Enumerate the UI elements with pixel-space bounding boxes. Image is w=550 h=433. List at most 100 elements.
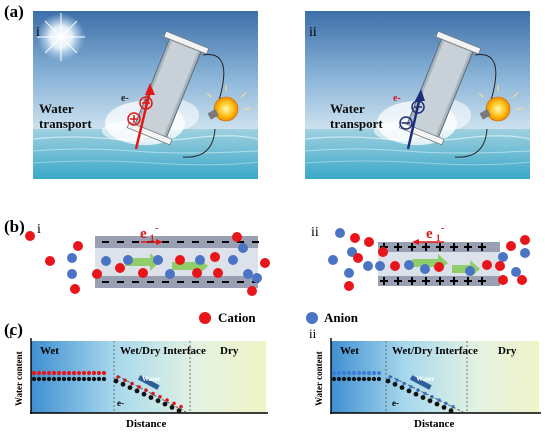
panel-b-i-sublabel: i [37,222,41,237]
layer-dot-top [341,370,347,376]
layer-dot-bottom [56,376,62,382]
cation-dot [344,281,354,291]
cation-dot [350,233,360,243]
layer-dot-top [346,370,352,376]
slope-dot [392,381,398,387]
slope-dot [441,405,447,410]
charge-layers-i [31,370,183,414]
anion-dot [375,261,385,271]
layer-dot-top [56,370,62,376]
cation-dot [210,252,220,262]
layer-dot-top [361,370,367,376]
anion-dot [228,255,238,265]
layer-dot-bottom [96,376,102,382]
electron-arrowhead-b-i [156,239,163,245]
slope-dot [413,391,419,397]
electron-sup-b-i: - [155,223,158,234]
x-axis-label-ii: Distance [414,418,454,430]
slope-line-i [117,375,187,413]
water-text-i: Water [39,101,74,116]
layer-dot-top [86,370,92,376]
electron-label-c-ii: e- [392,398,399,408]
anion-dot [195,255,205,265]
anion-legend-label: Anion [324,310,358,325]
panel-c-i-sublabel: i [9,328,13,341]
water-arrow [137,375,160,390]
slope-dot [406,388,412,394]
layer-dot-bottom [81,376,87,382]
layer-dot-top [36,370,42,376]
layer-dot-bottom [356,376,362,382]
gradient-region-ii [331,341,539,413]
ion-particles [25,228,530,296]
layer-dot-top [31,370,37,376]
water-transport-label-ii: Water transport [330,101,383,131]
panel-b-label: (b) [4,217,25,236]
anion-dot [363,261,373,271]
channel-bottom-wall-i [95,276,258,288]
wet-label-i: Wet [40,345,59,357]
layer-dot-top [366,370,372,376]
panel-c-ii-sublabel: ii [309,328,317,341]
layer-dot-bottom [366,376,372,382]
water-arrow [409,375,432,390]
gradient-region-i [31,341,266,413]
panel-a-ii-sublabel: ii [309,25,317,40]
slope-dot [420,395,426,400]
panel-a-i-sublabel: i [36,25,40,40]
anion-dot [153,255,163,265]
layer-dot-top [376,370,382,376]
cation-dot [25,231,35,241]
anion-dot [498,252,508,262]
layer-dot-top [101,370,107,376]
layer-dot-bottom [61,376,67,382]
cation-dot [520,235,530,245]
layer-dot-bottom [66,376,72,382]
anion-dot [511,267,521,277]
anion-dot [420,264,430,274]
photo-a-i: i Water transport e- [33,11,258,179]
cation-dot [353,253,363,263]
slope-dot [385,378,391,384]
layer-dot-top [66,370,72,376]
slope-dot [448,408,454,414]
water-arrow-label-i: Water [142,375,161,383]
anion-dot [328,255,338,265]
cation-dot [390,261,400,271]
slope-dot-upper [172,401,176,406]
layer-dot-bottom [46,376,52,382]
layer-dot-bottom [76,376,82,382]
interface-label-ii: Wet/Dry Interface [392,345,478,357]
anion-dot [67,269,77,279]
panel-b-ii-sublabel: ii [311,225,319,240]
slope-dot [120,381,126,387]
layer-dot-top [336,370,342,376]
slope-dot [169,405,175,410]
water-text-ii: Water [330,101,365,116]
layer-dot-bottom [351,376,357,382]
positive-charges-bottom-ii [380,277,486,285]
cation-dot [192,268,202,278]
flow-arrow-i-1 [125,253,160,271]
cation-dot [517,275,527,285]
anion-dot [520,248,530,258]
slope-dot [399,385,405,390]
anion-dot [238,243,248,253]
water-arrow-label-ii: Water [416,375,435,383]
layer-dot-top [351,370,357,376]
anion-dot [404,260,414,270]
electron-label-a-i: e- [121,93,129,104]
layer-dot-bottom [376,376,382,382]
cation-dot [73,241,83,251]
layer-dot-top [46,370,52,376]
cation-dot [92,269,102,279]
electron-label-a-ii: e- [393,93,401,104]
slope-dot-upper [179,404,183,409]
panel-c-label: (c) [4,320,23,339]
slope-dot [148,395,154,400]
layer-dot-top [41,370,47,376]
layer-dot-bottom [86,376,92,382]
layer-dot-top [91,370,97,376]
layer-dot-bottom [371,376,377,382]
cation-dot [175,255,185,265]
